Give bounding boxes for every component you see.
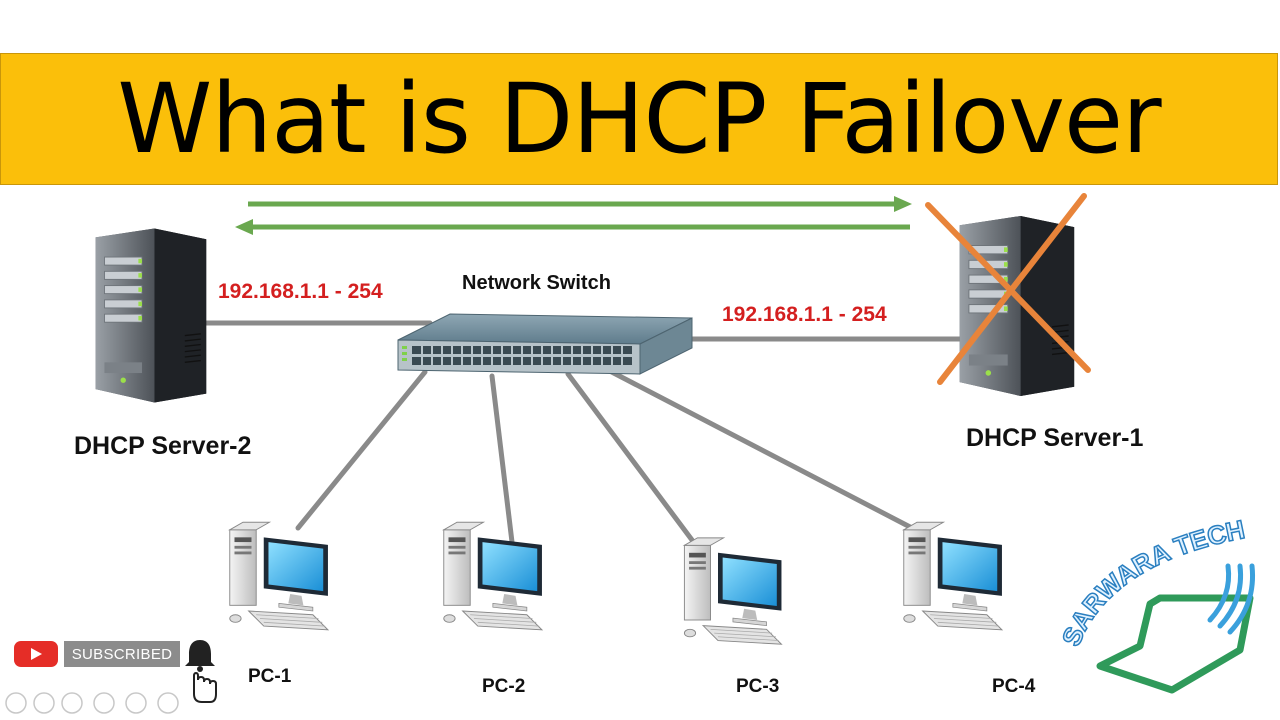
pc-3-desktop-icon xyxy=(683,537,782,645)
more-icon xyxy=(157,692,179,714)
pc-4-label: PC-4 xyxy=(992,676,1036,697)
zoom-icon xyxy=(125,692,147,714)
pc-4-desktop-icon xyxy=(903,521,1003,631)
youtube-icon[interactable] xyxy=(14,641,58,667)
server-2-ip-range: 192.168.1.1 - 254 xyxy=(218,280,383,303)
player-controls xyxy=(5,692,179,714)
server-2-tower-icon xyxy=(94,227,207,404)
pc-2-label: PC-2 xyxy=(482,676,526,697)
server-1-ip-range: 192.168.1.1 - 254 xyxy=(722,303,887,326)
arrow-head-right xyxy=(894,196,912,212)
pc-2-desktop-icon xyxy=(443,521,543,631)
brand-logo: SARWARA TECH xyxy=(1055,513,1256,694)
next-icon xyxy=(33,692,55,714)
failure-cross-icon xyxy=(925,193,1091,385)
hand-pointer-icon xyxy=(193,671,217,703)
arrow-head-left xyxy=(235,219,253,235)
network-switch-icon xyxy=(397,313,693,375)
pc-1-desktop-icon xyxy=(229,521,329,631)
subscribed-button[interactable]: SUBSCRIBED xyxy=(64,641,180,667)
page-title: What is DHCP Failover xyxy=(117,63,1161,175)
cable-pc-4 xyxy=(601,365,915,531)
cable-pc-1 xyxy=(295,369,428,531)
server-1-tower-icon xyxy=(958,215,1075,397)
server-1-label: DHCP Server-1 xyxy=(966,424,1144,452)
title-banner: What is DHCP Failover xyxy=(0,53,1278,185)
pc-1-label: PC-1 xyxy=(248,666,292,687)
server-2-label: DHCP Server-2 xyxy=(74,432,252,460)
pen-icon xyxy=(61,692,83,714)
brand-logo-text: SARWARA TECH xyxy=(1056,514,1248,650)
pc-3-label: PC-3 xyxy=(736,676,780,697)
cable-pc-3 xyxy=(565,371,695,543)
cables xyxy=(202,320,965,545)
cable-pc-2 xyxy=(489,373,515,545)
bell-icon[interactable] xyxy=(180,636,220,706)
replication-arrows xyxy=(235,196,912,235)
copy-icon xyxy=(93,692,115,714)
switch-label: Network Switch xyxy=(462,272,611,294)
prev-icon xyxy=(5,692,27,714)
brand-logo-mark xyxy=(1096,594,1254,694)
